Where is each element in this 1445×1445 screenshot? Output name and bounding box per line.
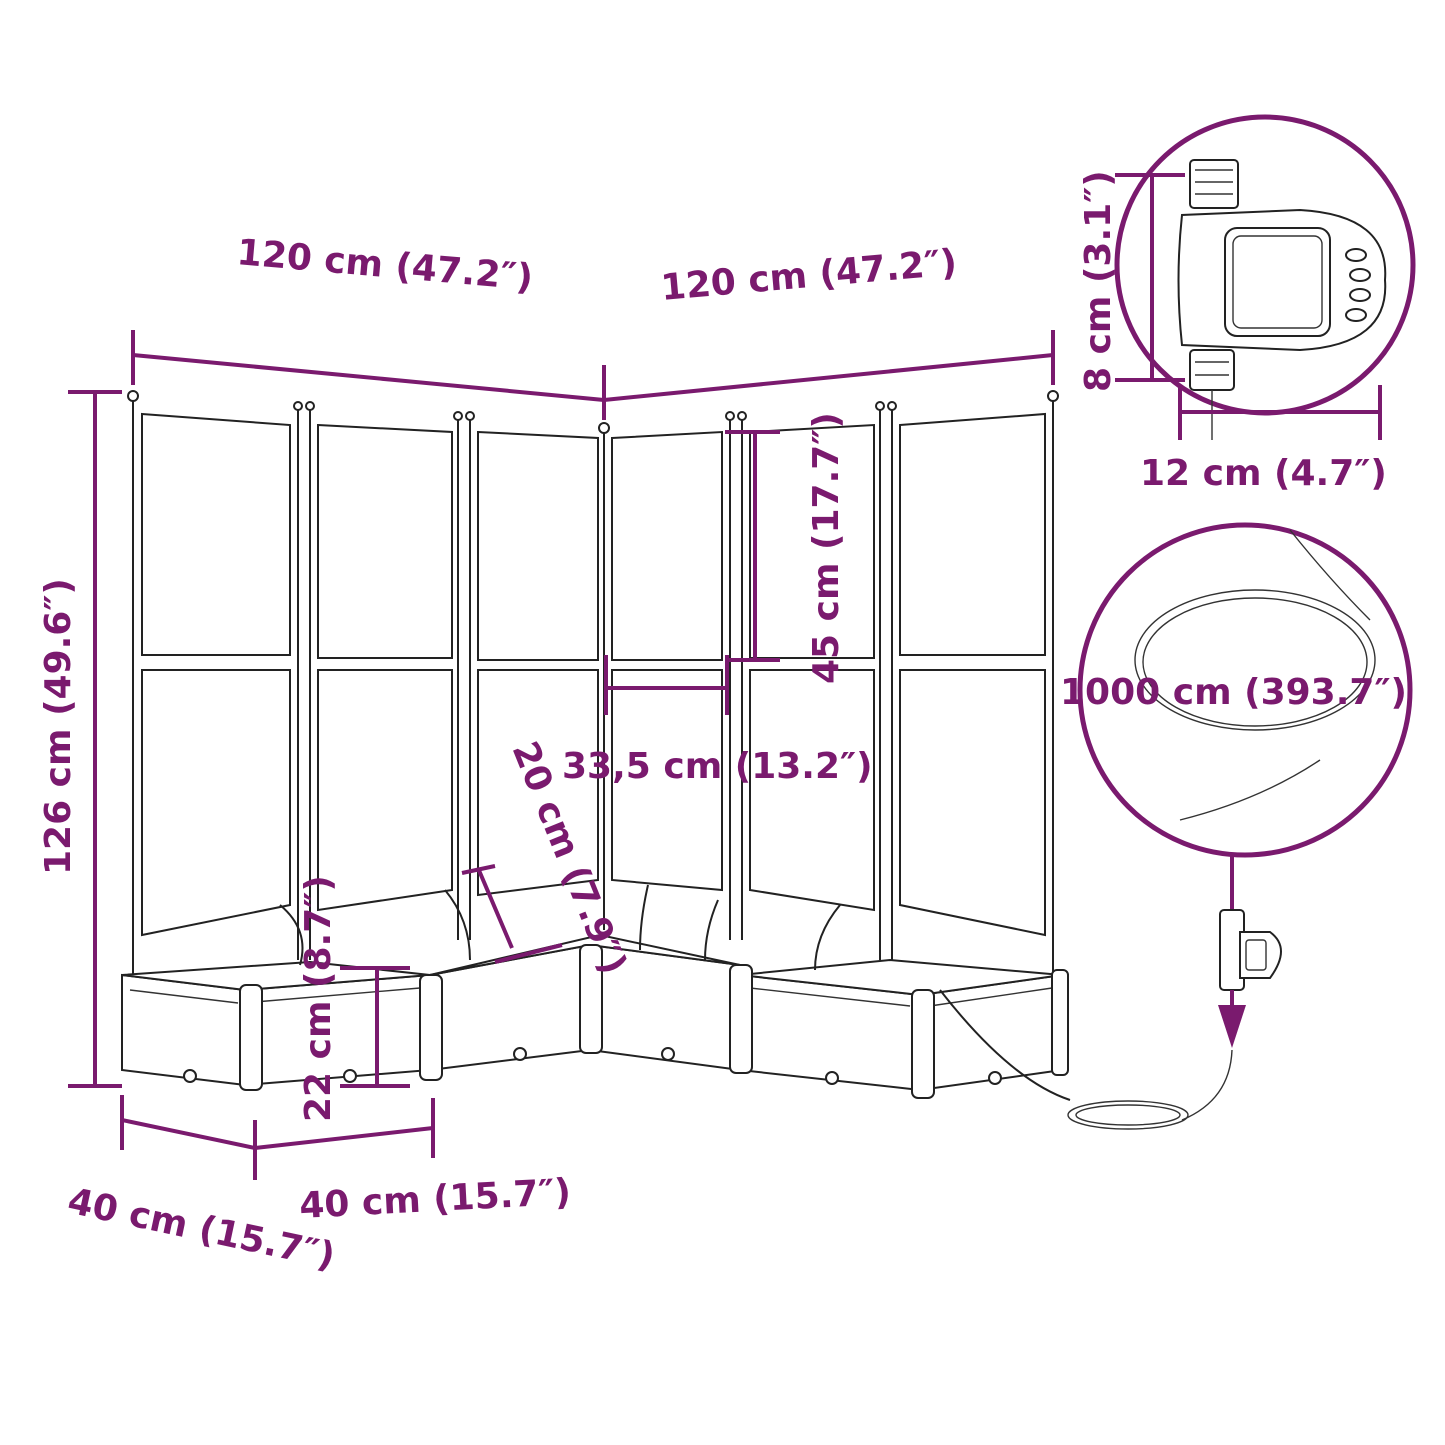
label-panel-width: 33,5 cm (13.2″) [562,746,873,787]
hose-coil-icon [1134,529,1376,821]
planter-illustration [121,390,1233,1130]
label-left-width: 120 cm (47.2″) [235,232,534,299]
label-panel-height: 45 cm (17.7″) [806,412,847,684]
water-timer-icon [1177,159,1387,440]
label-box-height: 22 cm (8.7″) [298,875,339,1122]
hose-callout: 1000 cm (393.7″) [1060,522,1413,858]
label-height: 126 cm (49.6″) [38,578,79,875]
arrow-down-icon [1218,1005,1246,1048]
label-right-width: 120 cm (47.2″) [659,242,958,309]
water-timer-callout: 8 cm (3.1″) 12 cm (4.7″) [1078,114,1416,494]
label-timer-height: 8 cm (3.1″) [1078,170,1119,392]
label-timer-width: 12 cm (4.7″) [1140,453,1387,494]
trellis-panels-upper [141,412,1046,661]
drip-irrigation-lines [279,884,1233,1130]
inline-timer [1218,855,1282,1048]
dimension-lines [68,330,1055,1180]
trellis-panels-lower [141,669,1046,937]
planter-boxes [121,933,1069,1099]
label-depth-front: 40 cm (15.7″) [298,1172,572,1227]
label-depth-left: 40 cm (15.7″) [64,1181,338,1278]
label-hose-length: 1000 cm (393.7″) [1060,672,1407,713]
